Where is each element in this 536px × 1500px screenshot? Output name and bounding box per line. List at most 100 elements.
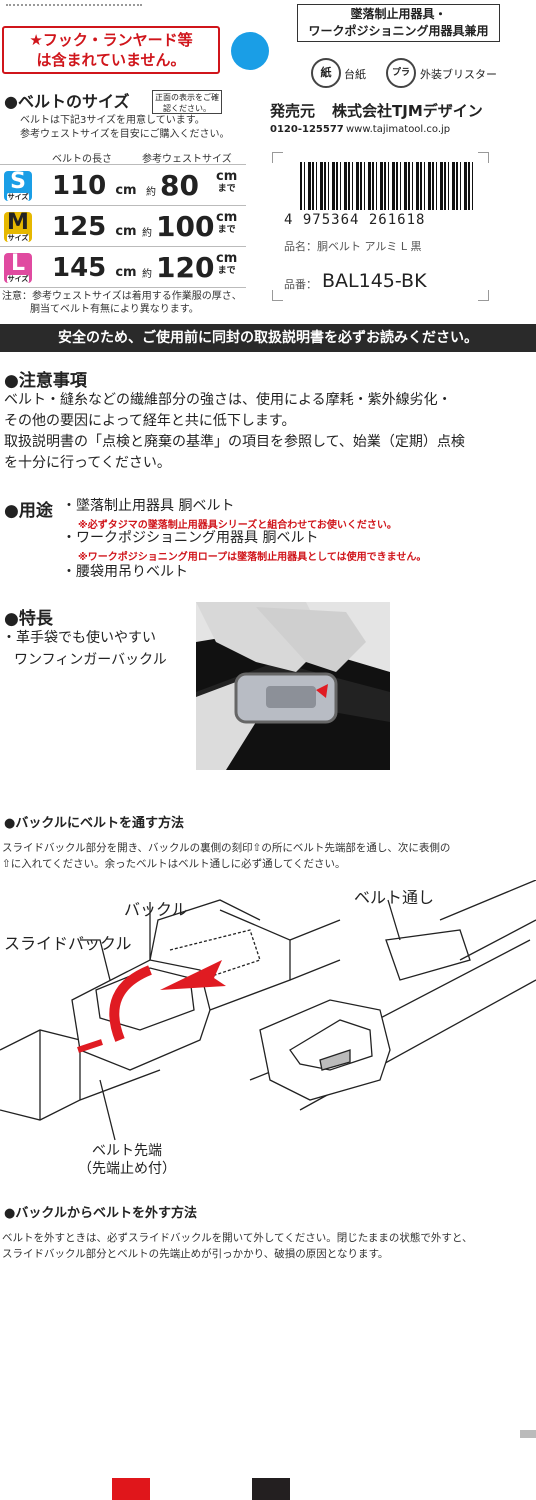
threading-heading: ●バックルにベルトを通す方法	[4, 816, 184, 831]
warning-line-2: は含まれていません。	[36, 51, 186, 69]
size-caution-1: 注意：参考ウェストサイズは着用する作業服の厚さ、	[2, 291, 242, 302]
threading-line-1: スライドバックル部分を開き、バックルの裏側の刻印⇧の所にベルト先端部を通し、次に…	[2, 842, 451, 854]
corner-mark	[478, 290, 489, 301]
paper-recycle-icon: 紙	[311, 58, 341, 88]
length-value: 145	[52, 253, 107, 283]
waist-value: 120	[156, 251, 215, 284]
size-letter: M	[7, 210, 29, 235]
caution-line: を十分に行ってください。	[4, 455, 171, 471]
waist-unit-cm: cm	[216, 210, 238, 225]
corner-mark	[478, 152, 489, 163]
safety-banner: 安全のため、ご使用前に同封の取扱説明書を必ずお読みください。	[0, 324, 536, 352]
front-display-note: 正面の表示をご確認ください。	[152, 90, 222, 114]
belt-length: 110 cm	[52, 171, 137, 201]
length-value: 110	[52, 171, 107, 201]
size-sub: サイズ	[7, 193, 29, 201]
usage-heading: ●用途	[4, 501, 53, 521]
blue-dot	[231, 32, 269, 70]
size-intro-1: ベルトは下記3サイズを用意しています。	[20, 115, 205, 126]
waist-unit-cm: cm	[216, 169, 238, 184]
size-sub: サイズ	[7, 234, 29, 242]
caution-line: その他の要因によって経年と共に低下します。	[4, 413, 296, 429]
maker-name: 株式会社TJMデザイン	[332, 102, 483, 120]
buckle-photo	[196, 602, 390, 770]
label-buckle: バックル	[124, 900, 188, 919]
maker-phone: 0120-125577	[270, 124, 344, 135]
removing-line-2: スライドバックル部分とベルトの先端止めが引っかかり、破損の原因となります。	[2, 1248, 389, 1260]
usage-item-3: ・腰袋用吊りベルト	[62, 564, 188, 580]
col-waist-header: 参考ウェストサイズ	[142, 154, 232, 165]
usage-note-1: ※必ずタジマの墜落制止用器具シリーズと組合わせてお使いください。	[78, 520, 397, 531]
usage-note-2: ※ワークポジショニング用ロープは墜落制止用器具としては使用できません。	[78, 552, 427, 563]
waist-unit-made: まで	[217, 266, 236, 276]
color-swatch-red	[112, 1478, 150, 1500]
feature-line-1: ・革手袋でも使いやすい	[2, 630, 156, 646]
size-sub: サイズ	[7, 275, 29, 283]
label-slide-buckle: スライドバックル	[4, 934, 132, 953]
length-unit: cm	[115, 224, 137, 239]
label-belt-loop: ベルト通し	[354, 888, 435, 907]
product-code-label: 品番：	[284, 278, 317, 291]
corner-mark	[272, 290, 283, 301]
waist-unit-cm: cm	[216, 251, 238, 266]
size-letter: L	[10, 251, 26, 276]
caution-line: ベルト・縫糸などの繊維部分の強さは、使用による摩耗・紫外線劣化・	[4, 392, 452, 408]
caution-line: 取扱説明書の「点検と廃棄の基準」の項目を参照して、始業（定期）点検	[4, 434, 465, 450]
belt-size-heading: ●ベルトのサイズ	[4, 92, 130, 111]
caution-heading: ●注意事項	[4, 371, 87, 391]
waist-unit-made: まで	[217, 225, 236, 235]
feature-line-2: ワンフィンガーバックル	[14, 652, 167, 668]
warning-line-1: ★フック・ランヤード等	[29, 31, 193, 49]
dotted-rule	[6, 4, 142, 6]
col-length-header: ベルトの長さ	[52, 154, 112, 165]
label-belt-tip-note: （先端止め付）	[78, 1161, 176, 1177]
maker-url: www.tajimatool.co.jp	[346, 124, 451, 135]
threading-line-2: ⇧に入れてください。余ったベルトはベルト通しに必ず通してください。	[2, 858, 346, 870]
length-value: 125	[52, 212, 107, 242]
threading-diagram	[0, 880, 536, 1141]
product-name: 品名：胴ベルト アルミ L 黒	[284, 238, 422, 254]
color-swatch-black	[252, 1478, 290, 1500]
usage-item-2: ・ワークポジショニング用器具 胴ベルト	[62, 530, 319, 546]
paper-label: 台紙	[344, 68, 366, 81]
certification-box: 墜落制止用器具・ ワークポジショニング用器具兼用	[297, 4, 500, 42]
size-intro-2: 参考ウェストサイズを目安にご購入ください。	[20, 129, 230, 140]
barcode-digits: 4 975364 261618	[284, 212, 426, 228]
label-belt-tip: ベルト先端	[92, 1143, 162, 1159]
length-unit: cm	[115, 265, 137, 280]
length-unit: cm	[115, 183, 137, 198]
product-name-label: 品名：	[284, 240, 317, 253]
plastic-label: 外装ブリスター	[420, 68, 497, 81]
usage-item-1: ・墜落制止用器具 胴ベルト	[62, 498, 235, 514]
size-letter: S	[10, 169, 26, 194]
approx-label: 約	[142, 269, 152, 280]
removing-heading: ●バックルからベルトを外す方法	[4, 1206, 197, 1221]
corner-mark	[272, 152, 283, 163]
product-code: BAL145-BK	[322, 270, 427, 292]
barcode	[300, 162, 476, 210]
plastic-mark: プラ	[391, 68, 410, 78]
cert-line-2: ワークポジショニング用器具兼用	[308, 24, 489, 38]
waist-size: 100	[156, 210, 214, 243]
waist-value: 100	[156, 210, 215, 243]
feature-heading: ●特長	[4, 609, 53, 629]
belt-length: 125 cm	[52, 212, 137, 242]
paper-mark: 紙	[320, 66, 332, 79]
gray-tab	[520, 1430, 536, 1438]
product-name-value: 胴ベルト アルミ L 黒	[317, 240, 422, 253]
removing-line-1: ベルトを外すときは、必ずスライドバックルを開いて外してください。閉じたままの状態…	[2, 1232, 473, 1244]
belt-length: 145 cm	[52, 253, 137, 283]
waist-unit-made: まで	[217, 184, 236, 194]
buckle-photo-drawing	[196, 602, 390, 770]
approx-label: 約	[146, 187, 156, 198]
maker-label: 発売元	[270, 102, 316, 120]
